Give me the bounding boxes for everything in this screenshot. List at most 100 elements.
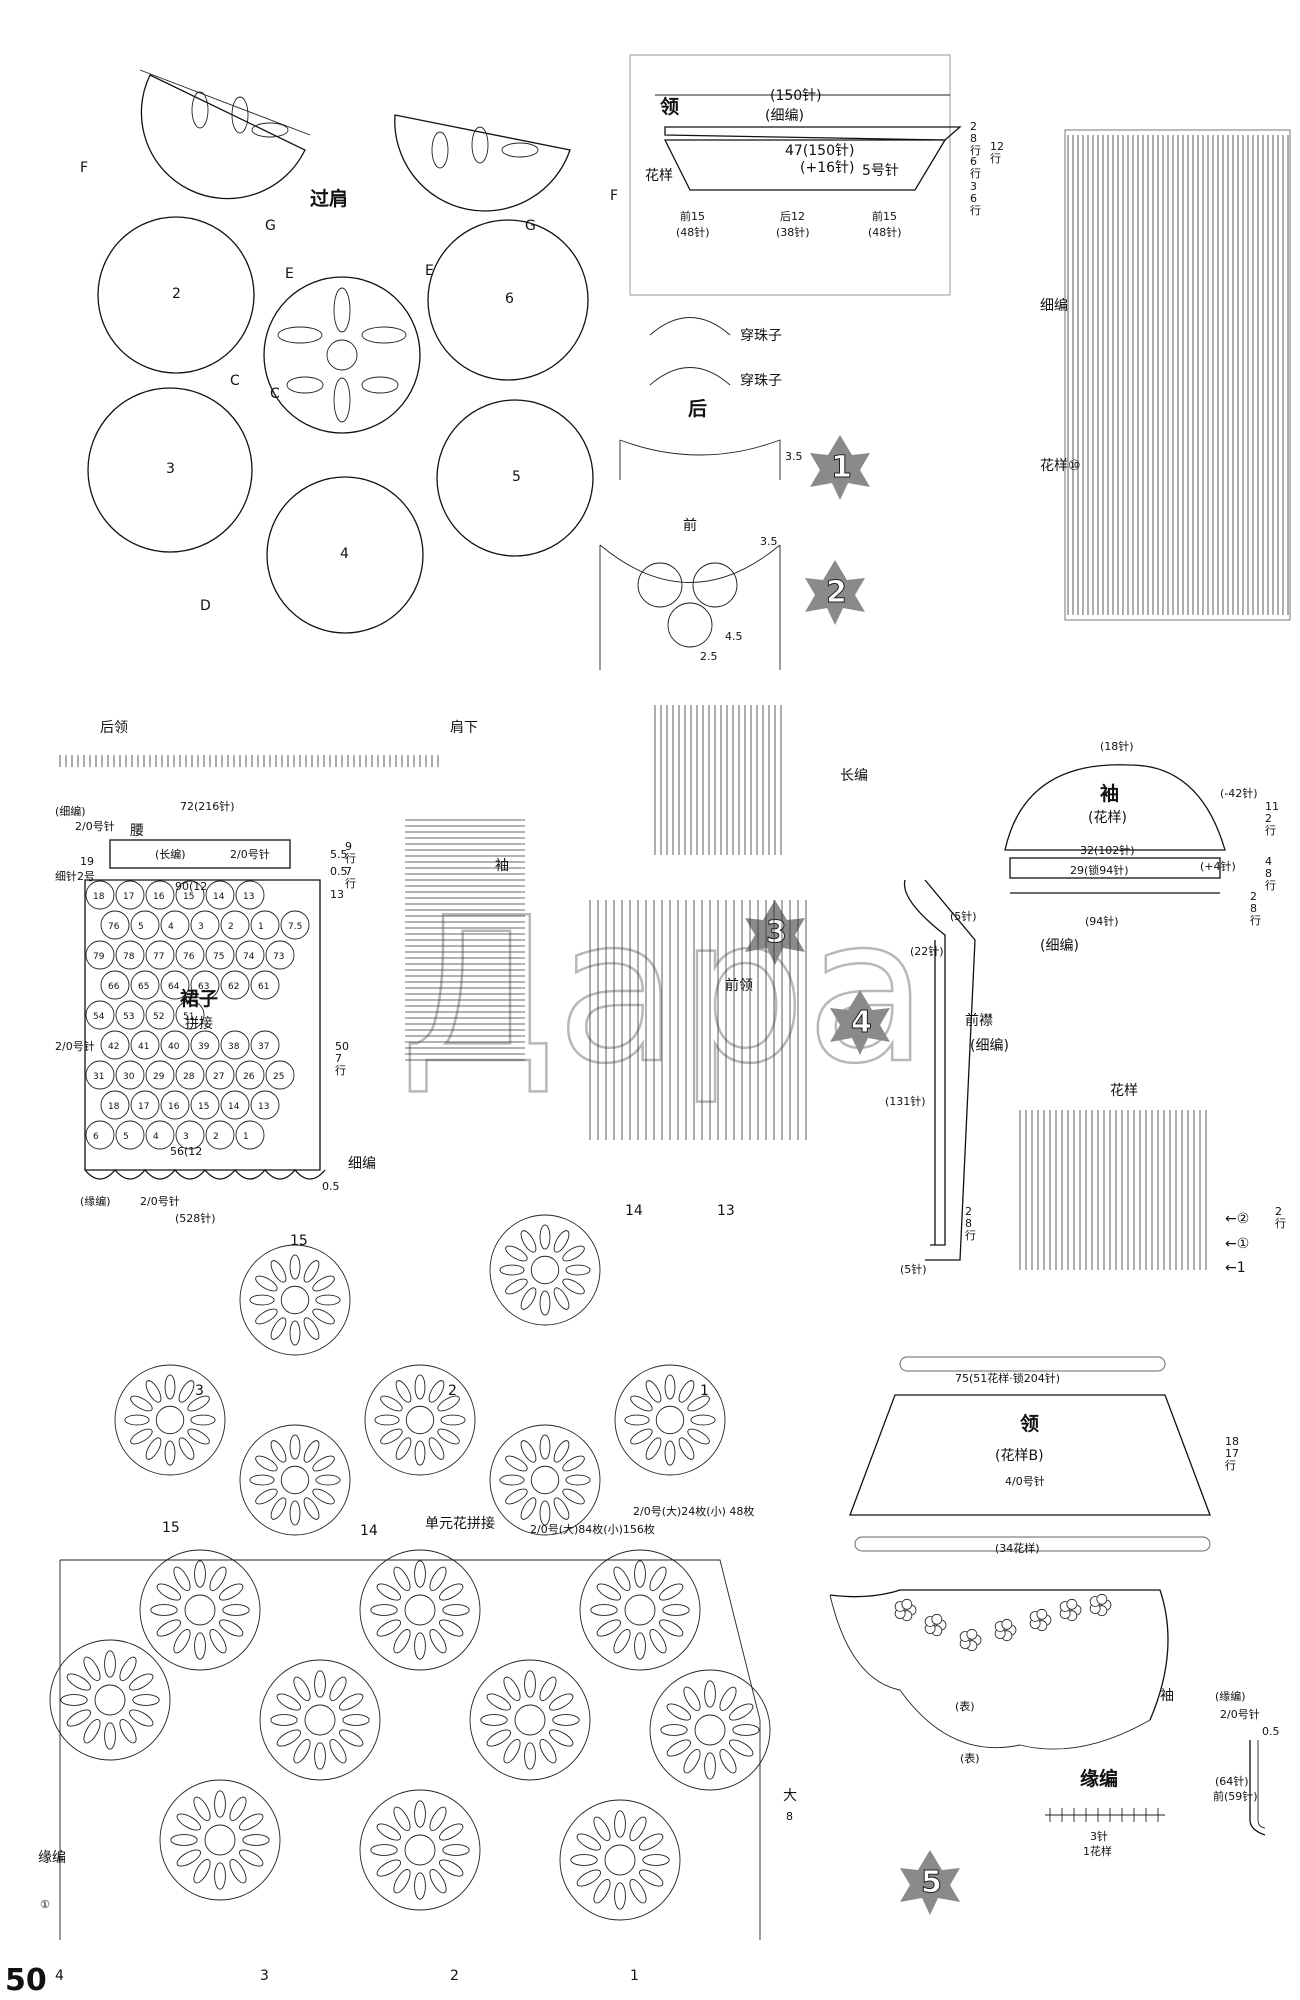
skirt-bottom-width: (528针) [175,1211,216,1225]
motif-3 [87,387,253,553]
skirt-motif [160,970,190,1000]
long-stitch-label: 长编 [840,768,868,784]
band-title: 前襟 [965,1012,993,1029]
skirt-motif-number: 41 [138,1042,149,1052]
join-f: F [80,160,88,176]
skirt-bottom-inner: 56(12 [170,1145,202,1158]
skirt-motif-number: 4 [168,922,174,932]
pattern-chart-title: 花样 [1110,1083,1138,1099]
waist-sub: (长编) [155,847,186,861]
join-g2: G [525,218,536,234]
join-d: D [200,598,211,614]
sleeve-label: 袖 [495,858,509,874]
sleeve-top-st: (18针) [1100,739,1134,753]
motif-3-label: 3 [166,461,175,477]
lower-n4: 4 [55,1968,64,1984]
skirt-motif-number: 17 [138,1102,149,1112]
skirt-motif-number: 18 [93,892,105,902]
skirt-motif [100,1030,130,1060]
cuff-back-label: (表) [960,1751,980,1765]
skirt-left-border: (细编) [55,804,86,818]
join-n13: 13 [717,1203,735,1219]
join-n14: 14 [625,1203,643,1219]
sleeve-sub: (花样) [1088,810,1127,826]
skirt-motif-number: 15 [183,892,194,902]
skirt-motif [175,940,205,970]
skirt-motif [205,1120,235,1150]
skirt-motif-number: 65 [138,982,149,992]
bead-note-2: 穿珠子 [740,373,782,389]
skirt-motif-number: 74 [243,952,255,962]
svg-text:5: 5 [921,1865,942,1900]
lower-n15: 15 [162,1520,180,1536]
collar-needle: 5号针 [862,163,899,179]
skirt-fine-right: 细编 [348,1156,376,1172]
lower-n2: 2 [450,1968,459,1984]
lower-left-mark: ① [40,1898,50,1911]
front-dim-2: 4.5 [725,630,743,643]
bead-notes: 穿珠子 穿珠子 后 3.5 前 3.5 4.5 2.5 [599,317,803,670]
skirt-fine-left: 细针2号 [55,869,95,883]
skirt-motif [280,910,310,940]
skirt-motif-number: 7.5 [288,922,302,932]
skirt-motif [145,940,175,970]
collar-back-st: (38针) [776,225,810,239]
collar-front-right: 前15 [872,209,897,223]
skirt-motif-number: 77 [153,952,164,962]
leaf-1: 1 [810,435,870,500]
skirt-motif-number: 5 [123,1132,129,1142]
shoulder-label: 肩下 [450,720,478,736]
skirt-motif-number: 3 [183,1132,189,1142]
band-inner: (22针) [910,944,944,958]
skirt-motif-number: 14 [213,892,225,902]
collar-border: (细编) [765,108,804,124]
join-count-2: 2/0号(大)84枚(小)156枚 [530,1522,655,1536]
svg-text:2: 2 [826,575,847,610]
skirt-motif [130,970,160,1000]
sleeve-inc: (+4针) [1200,859,1236,873]
join-g: G [265,218,276,234]
skirt-motif [100,1090,130,1120]
skirt-motif-number: 66 [108,982,120,992]
collar-front-left: 前15 [680,209,705,223]
motif-5-label: 5 [512,469,521,485]
skirt-motif-number: 1 [243,1132,249,1142]
skirt-motif [220,910,250,940]
skirt-motif-number: 54 [93,1012,105,1022]
skirt-motif [235,1060,265,1090]
sleeve-diagram: (18针) 袖 (花样) (-42针) 32(102针) 29(锁94针) (+… [1004,739,1279,954]
skirt-motif [115,940,145,970]
skirt-motif [250,1090,280,1120]
leaf-2: 2 [805,560,865,625]
skirt-bottom-border: (缘编) [80,1194,111,1208]
leaf-markers: 1 2 3 4 5 [745,435,960,1915]
skirt-motif [85,880,115,910]
skirt-motif [130,910,160,940]
skirt-motif [145,880,175,910]
join-n3: 3 [195,1383,204,1399]
skirt-motif [130,1030,160,1060]
skirt-motif [115,880,145,910]
sleeve-w1: 32(102针) [1080,843,1135,857]
stitch-chart-right: 细编 花样⑩ [1040,129,1291,621]
skirt-motif [130,1090,160,1120]
skirt-motif-number: 16 [153,892,165,902]
skirt-motif-number: 26 [243,1072,255,1082]
skirt-motif-number: 1 [258,922,264,932]
lower-n14: 14 [360,1523,378,1539]
band-bottom-st: (5针) [900,1262,927,1276]
cuff-st-2: 前(59针) [1213,1789,1258,1803]
skirt-motif [145,1060,175,1090]
collar-b-needle: 4/0号针 [1005,1474,1045,1488]
motif-6-label: 6 [505,291,514,307]
lower-n3: 3 [260,1968,269,1984]
lower-right-label: 大 [783,1788,797,1804]
join-caption: 单元花拼接 [425,1515,495,1532]
